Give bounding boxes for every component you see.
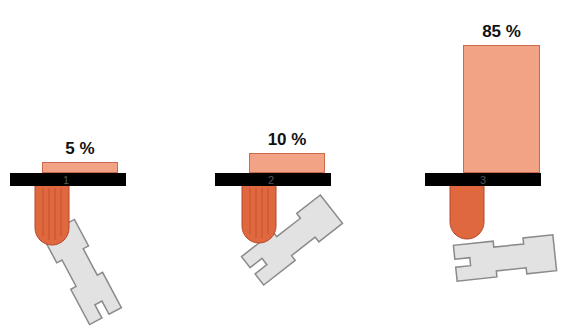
plate-bar: [10, 173, 541, 186]
callout-number: 3: [473, 174, 493, 186]
solder-bar: 5 %: [42, 162, 118, 173]
percentage-label: 5 %: [13, 139, 147, 159]
callout-number: 2: [261, 174, 281, 186]
percentage-label: 10 %: [220, 130, 354, 150]
electrode-stripes: [43, 188, 268, 240]
percentage-label: 85 %: [434, 22, 569, 42]
electrode-symbol: [35, 185, 484, 245]
callout-number: 1: [56, 174, 76, 186]
solder-bar: 85 %: [463, 45, 540, 173]
solder-bar: 10 %: [249, 153, 325, 173]
